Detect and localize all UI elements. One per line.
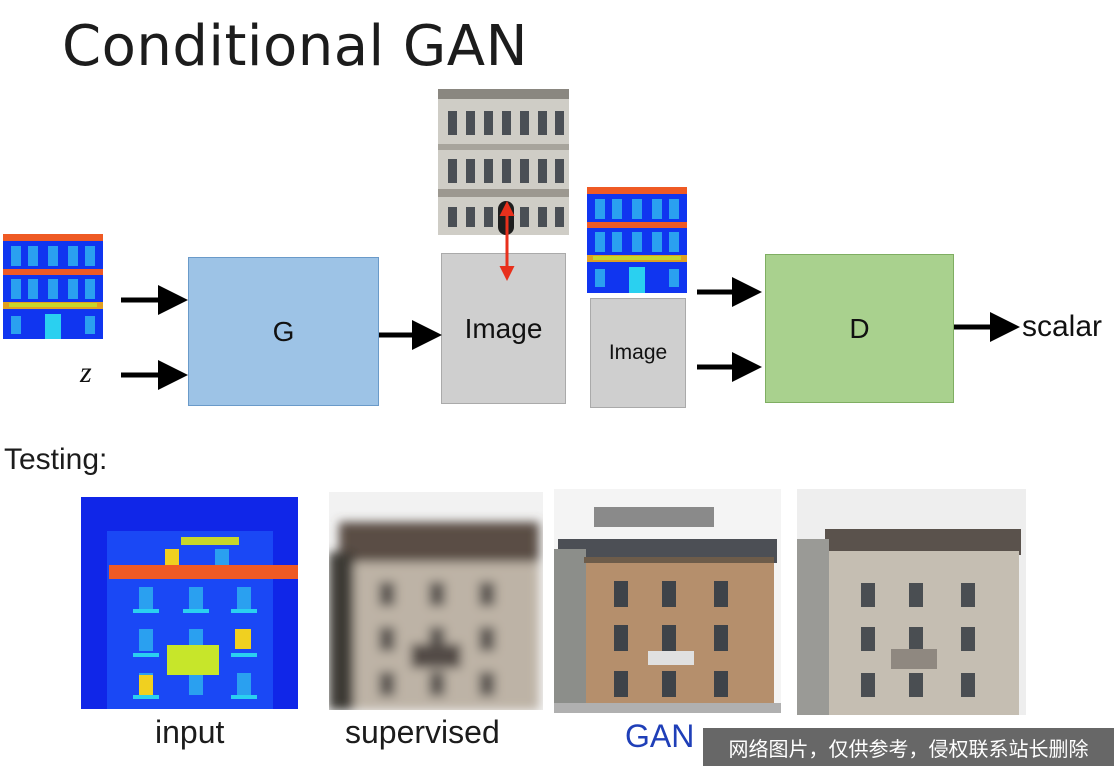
discriminator-label: D [849,312,870,344]
discriminator-box: D [765,254,954,403]
caption-supervised: supervised [345,714,500,750]
caption-gan: GAN [625,718,695,754]
real-facade-photo [438,89,569,235]
paired-label-map [587,187,687,293]
testing-label: Testing: [4,443,108,476]
noise-label: z [80,356,92,389]
supervised-result-image [329,492,543,710]
generator-box: G [188,257,379,406]
condition-label-map [3,234,103,339]
paired-image-box: Image [590,298,686,408]
generator-label: G [272,315,295,347]
generated-image-box: Image [441,253,566,404]
gan-result-image [554,489,781,713]
paired-image-label: Image [608,341,668,364]
gan-supervised-result-image [797,489,1026,715]
generated-image-label: Image [464,312,543,344]
output-label: scalar [1022,310,1103,343]
caption-input: input [155,714,225,750]
slide-title: Conditional GAN [62,14,528,79]
test-input-label-map [81,497,298,709]
watermark-banner: 网络图片，仅供参考，侵权联系站长删除 [703,728,1114,766]
